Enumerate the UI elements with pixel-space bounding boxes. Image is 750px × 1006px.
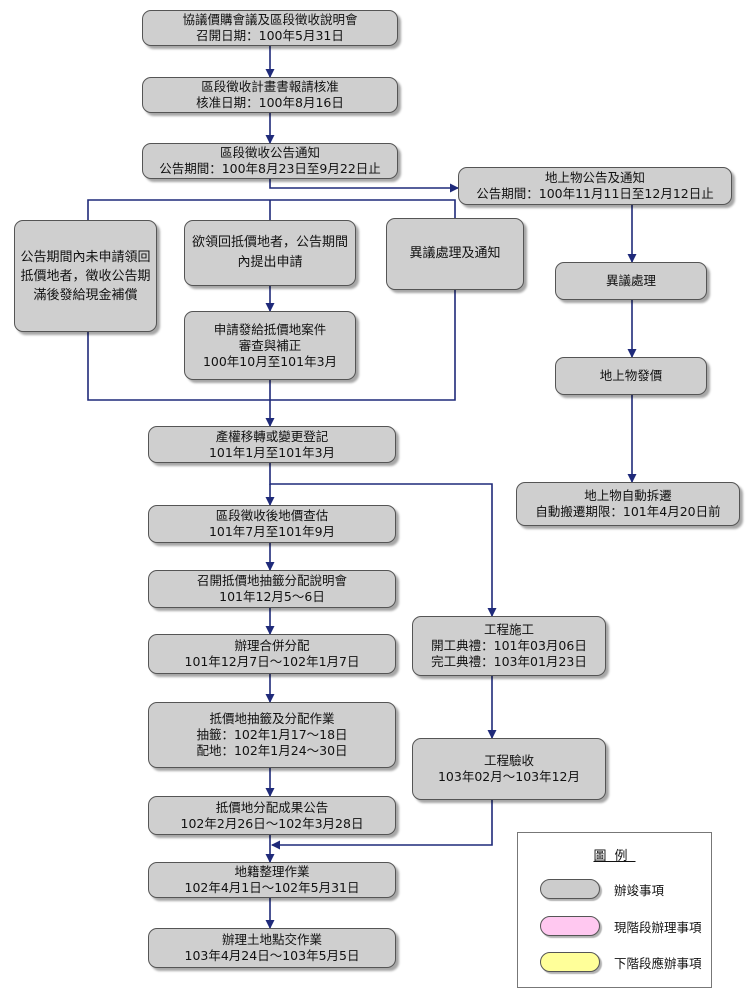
node-ground-pay: 地上物發價 [555,357,707,395]
node-valuation-period: 101年7月至101年9月 [208,524,336,539]
node-ground-pay-text: 地上物發價 [599,368,663,383]
node-cadastral: 地籍整理作業 102年4月1日～102年5月31日 [148,862,396,898]
node-review-title: 申請發給抵價地案件 [213,321,327,337]
merge-line [87,290,456,401]
node-apply-within-text: 欲領回抵價地者，公告期間內提出申請 [191,235,348,270]
node-registration-period: 101年1月至101年3月 [208,444,336,460]
node-merge: 辦理合併分配 101年12月7日～102年1月7日 [148,634,396,674]
node-ground-demolish-title: 地上物自動拆遷 [584,488,672,503]
node-ground-notice-title: 地上物公告及通知 [544,170,645,185]
legend: 圖例 辦竣事項 現階段辦理事項 下階段應辦事項 [517,832,712,988]
node-cadastral-period: 102年4月1日～102年5月31日 [184,880,360,895]
node-handover: 辦理土地點交作業 103年4月24日～103年5月5日 [148,928,396,968]
node-review-subtitle: 審查與補正 [238,337,302,353]
node-ground-objection: 異議處理 [555,262,707,300]
node-result-notice-title: 抵價地分配成果公告 [215,799,329,815]
node-ground-demolish-deadline: 自動搬遷期限：101年4月20日前 [535,504,721,519]
node-objection-notice-text: 異議處理及通知 [409,246,501,261]
legend-title: 圖例 [593,849,636,864]
legend-label-completed: 辦竣事項 [614,882,665,898]
node-ground-demolish: 地上物自動拆遷 自動搬遷期限：101年4月20日前 [516,482,740,526]
legend-item-current: 現階段辦理事項 [540,915,702,937]
node-registration-title: 產權移轉或變更登記 [215,428,329,444]
node-review: 申請發給抵價地案件 審查與補正 100年10月至101年3月 [184,311,356,380]
node-lottery-meeting-title: 召開抵價地抽籤分配說明會 [196,573,347,588]
node-public-notice-title: 區段徵收公告通知 [219,145,320,160]
node-acceptance-period: 103年02月～103年12月 [437,769,581,784]
legend-item-completed: 辦竣事項 [540,878,664,900]
node-construction-start: 開工典禮：101年03月06日 [431,638,587,653]
node-acceptance: 工程驗收 103年02月～103年12月 [412,738,606,800]
node-result-notice: 抵價地分配成果公告 102年2月26日～102年3月28日 [148,796,396,835]
node-cash-compensation-text: 公告期間內未申請領回抵價地者，徵收公告期滿後發給現金補償 [20,249,151,303]
node-ground-notice: 地上物公告及通知 公告期間：100年11月11日至12月12日止 [458,167,732,205]
node-handover-period: 103年4月24日～103年5月5日 [184,948,360,963]
legend-swatch-completed [540,879,600,899]
node-handover-title: 辦理土地點交作業 [221,932,322,947]
node-meeting-title: 協議價購會議及區段徵收說明會 [182,12,358,27]
legend-item-next: 下階段應辦事項 [540,951,702,973]
node-lottery-draw: 抽籤：102年1月17～18日 [196,727,348,742]
node-meeting: 協議價購會議及區段徵收說明會 召開日期：100年5月31日 [142,10,398,46]
node-review-period: 100年10月至101年3月 [202,353,338,369]
node-valuation: 區段徵收後地價查估 101年7月至101年9月 [148,505,396,543]
legend-swatch-current [540,916,600,936]
node-registration: 產權移轉或變更登記 101年1月至101年3月 [148,426,396,463]
node-apply-within: 欲領回抵價地者，公告期間內提出申請 [184,220,356,286]
node-lottery: 抵價地抽籤及分配作業 抽籤：102年1月17～18日 配地：102年1月24～3… [148,702,396,768]
node-ground-objection-text: 異議處理 [605,273,656,288]
node-plan-approval-date: 核准日期：100年8月16日 [196,95,344,110]
node-public-notice: 區段徵收公告通知 公告期間：100年8月23日至9月22日止 [142,143,398,179]
node-acceptance-title: 工程驗收 [483,753,534,768]
node-result-notice-period: 102年2月26日～102年3月28日 [180,815,364,831]
node-meeting-date: 召開日期：100年5月31日 [196,28,344,43]
node-lottery-title: 抵價地抽籤及分配作業 [209,711,335,726]
node-lottery-allocation: 配地：102年1月24～30日 [196,743,348,758]
node-ground-notice-period: 公告期間：100年11月11日至12月12日止 [476,186,714,201]
node-cadastral-title: 地籍整理作業 [234,864,310,879]
arrow-acceptance-to-cadastral [271,800,493,850]
node-construction-end: 完工典禮：103年01月23日 [431,654,587,669]
node-construction: 工程施工 開工典禮：101年03月06日 完工典禮：103年01月23日 [412,616,606,676]
node-plan-approval-title: 區段徵收計畫書報請核准 [201,79,339,94]
node-merge-title: 辦理合併分配 [234,638,310,653]
node-plan-approval: 區段徵收計畫書報請核准 核准日期：100年8月16日 [142,77,398,113]
arrow-registration-to-construction [269,463,497,617]
node-construction-title: 工程施工 [483,622,534,637]
node-valuation-title: 區段徵收後地價查估 [215,508,329,523]
legend-label-current: 現階段辦理事項 [614,919,702,935]
legend-label-next: 下階段應辦事項 [614,955,702,971]
arrow-notice-to-ground-notice [269,178,459,193]
node-objection-notice: 異議處理及通知 [386,218,524,290]
node-lottery-meeting: 召開抵價地抽籤分配說明會 101年12月5～6日 [148,570,396,608]
branch-line [87,199,456,220]
node-cash-compensation: 公告期間內未申請領回抵價地者，徵收公告期滿後發給現金補償 [14,220,157,332]
node-public-notice-period: 公告期間：100年8月23日至9月22日止 [159,161,381,176]
legend-swatch-next [540,952,600,972]
node-merge-period: 101年12月7日～102年1月7日 [184,654,360,669]
node-lottery-meeting-date: 101年12月5～6日 [219,589,325,604]
